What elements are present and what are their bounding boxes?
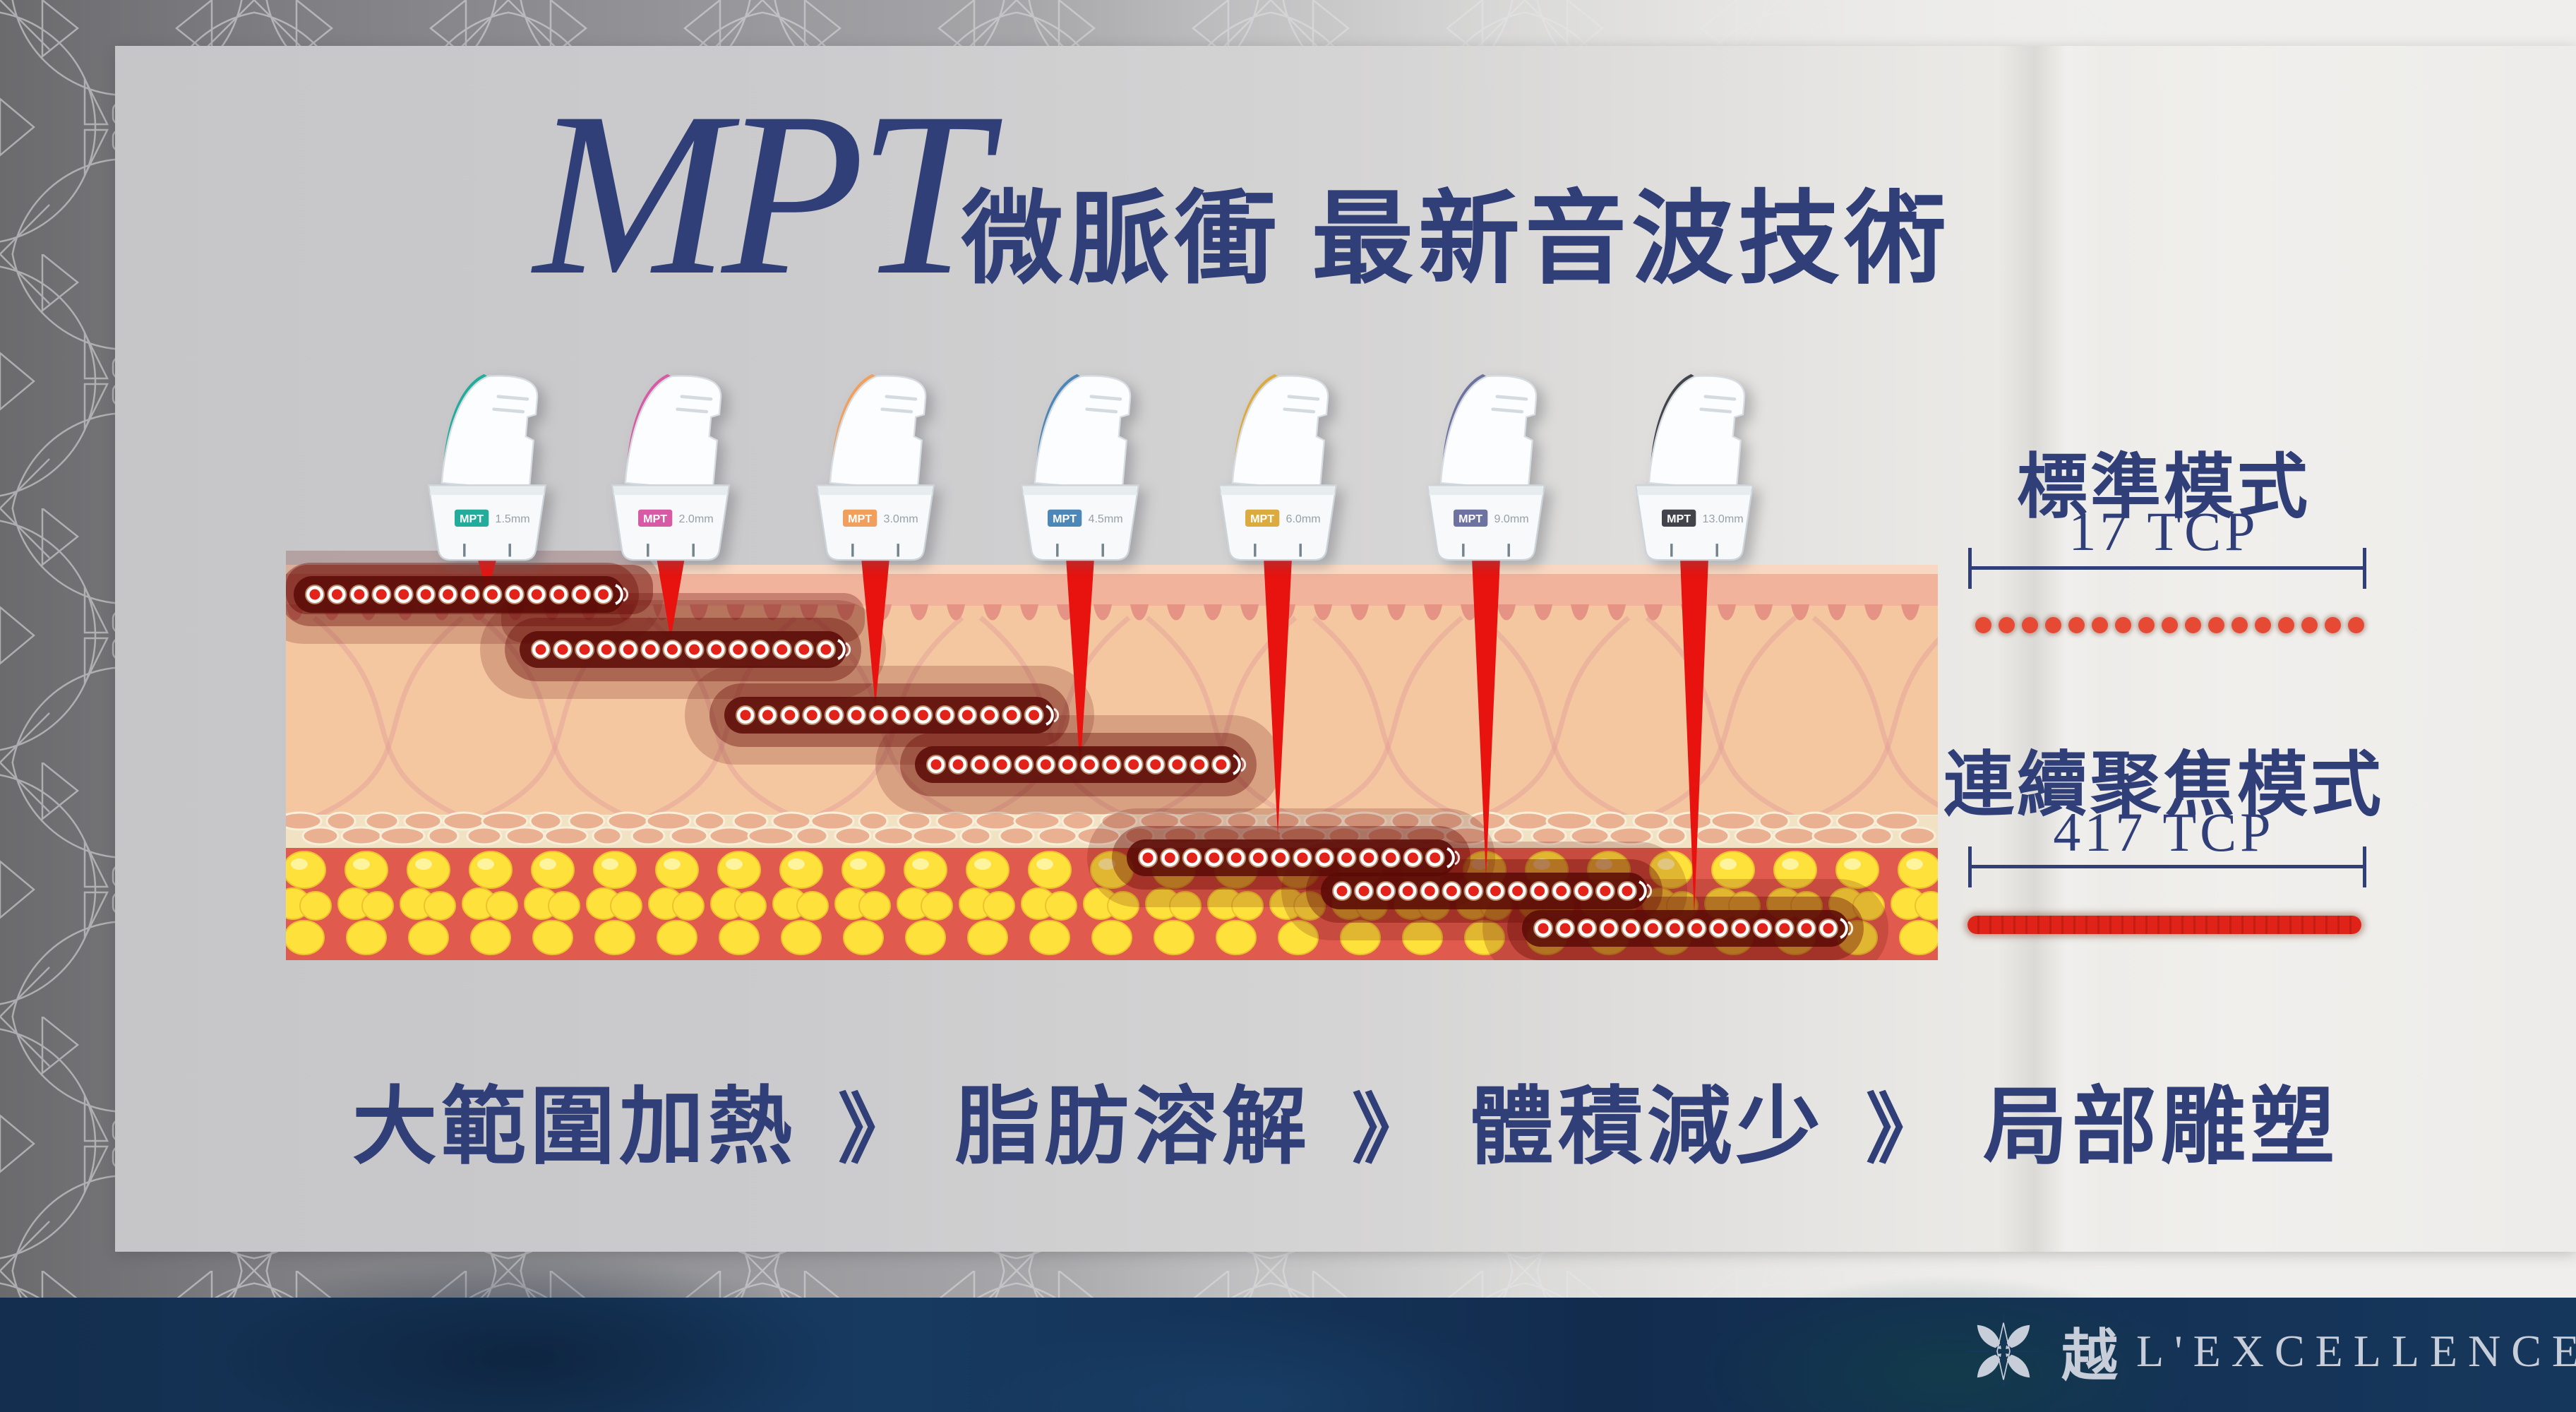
footer-texture [978, 1309, 1544, 1412]
pulse-dot [2231, 617, 2248, 633]
pulse-dot [2162, 617, 2178, 633]
standard-mode-title: 標準模式 [2017, 448, 2311, 527]
pulse-dot [2325, 617, 2341, 633]
cartridge-badge-label: MPT [1667, 513, 1691, 525]
cartridge-depth-label: 6.0mm [1286, 513, 1321, 525]
cartridge-badge-label: MPT [460, 513, 484, 525]
focus-range-bracket [1968, 846, 2366, 887]
pulse-dot [2115, 617, 2131, 633]
slide-subtitle: 微脈衝 最新音波技術 [961, 184, 1952, 297]
focus-mode-title: 連續聚焦模式 [1943, 746, 2384, 825]
process-steps: 大範圍加熱》脂肪溶解》體積減少》局部雕塑 [115, 1058, 2576, 1180]
pulse-dot [2045, 617, 2061, 633]
process-step-4: 局部雕塑 [1983, 1080, 2340, 1174]
standard-pulse-dots [1975, 617, 2364, 633]
process-step-3: 體積減少 [1469, 1080, 1825, 1174]
step-separator: 》 [837, 1089, 914, 1173]
skin-cross-section-illustration [286, 551, 1938, 960]
cartridge-badge-label: MPT [848, 513, 872, 525]
cartridge-depth-label: 1.5mm [496, 513, 530, 525]
logo-wordmark: L'EXCELLENCE [2136, 1326, 2576, 1376]
cartridge-depth-label: 4.5mm [1089, 513, 1123, 525]
cartridge-1.5mm: MPT 1.5mm [406, 370, 568, 565]
pulse-dot [2022, 617, 2038, 633]
brand-title: MPT [534, 64, 988, 323]
standard-mode-tcp: 17 TCP [2068, 501, 2259, 562]
standard-range-bracket [1968, 548, 2366, 589]
process-step-1: 大範圍加熱 [352, 1080, 797, 1174]
cartridge-9.0mm: MPT 9.0mm [1405, 370, 1567, 565]
pulse-dot [1975, 617, 1991, 633]
cartridge-depth-label: 9.0mm [1494, 513, 1529, 525]
step-separator: 》 [1351, 1089, 1428, 1173]
pulse-dot [2278, 617, 2294, 633]
pulse-dot [2348, 617, 2364, 633]
pulse-dot [2301, 617, 2318, 633]
cartridge-13.0mm: MPT 13.0mm [1613, 370, 1775, 565]
cartridge-2.0mm: MPT 2.0mm [589, 370, 752, 565]
cartridge-depth-label: 3.0mm [884, 513, 918, 525]
cartridge-6.0mm: MPT 6.0mm [1197, 370, 1359, 565]
logo-cjk: 越 [2061, 1326, 2118, 1388]
cartridge-3.0mm: MPT 3.0mm [794, 370, 957, 565]
step-separator: 》 [1866, 1089, 1943, 1173]
pulse-dot [2255, 617, 2271, 633]
pulse-dot [2185, 617, 2201, 633]
footer-texture [205, 1252, 841, 1412]
cartridge-badge-label: MPT [1250, 513, 1274, 525]
pulse-dot [2068, 617, 2085, 633]
pulse-dot [2208, 617, 2224, 633]
cartridge-depth-label: 2.0mm [679, 513, 714, 525]
cartridge-badge-label: MPT [643, 513, 667, 525]
process-step-2: 脂肪溶解 [954, 1080, 1311, 1174]
cartridge-depth-label: 13.0mm [1703, 513, 1744, 525]
cartridge-4.5mm: MPT 4.5mm [999, 370, 1161, 565]
logo-emblem-icon [1967, 1315, 2040, 1388]
brand-logo: 越 L'EXCELLENCE [1964, 1310, 2576, 1392]
paper-crease [1998, 46, 2104, 1252]
focus-pulse-line [1967, 916, 2361, 934]
cartridge-badge-label: MPT [1458, 513, 1482, 525]
focus-mode-tcp: 417 TCP [2053, 801, 2275, 863]
pulse-dot [2092, 617, 2108, 633]
pulse-dot [2138, 617, 2155, 633]
footer-band [0, 1252, 2576, 1412]
pulse-dot [1999, 617, 2015, 633]
cartridge-badge-label: MPT [1053, 513, 1077, 525]
